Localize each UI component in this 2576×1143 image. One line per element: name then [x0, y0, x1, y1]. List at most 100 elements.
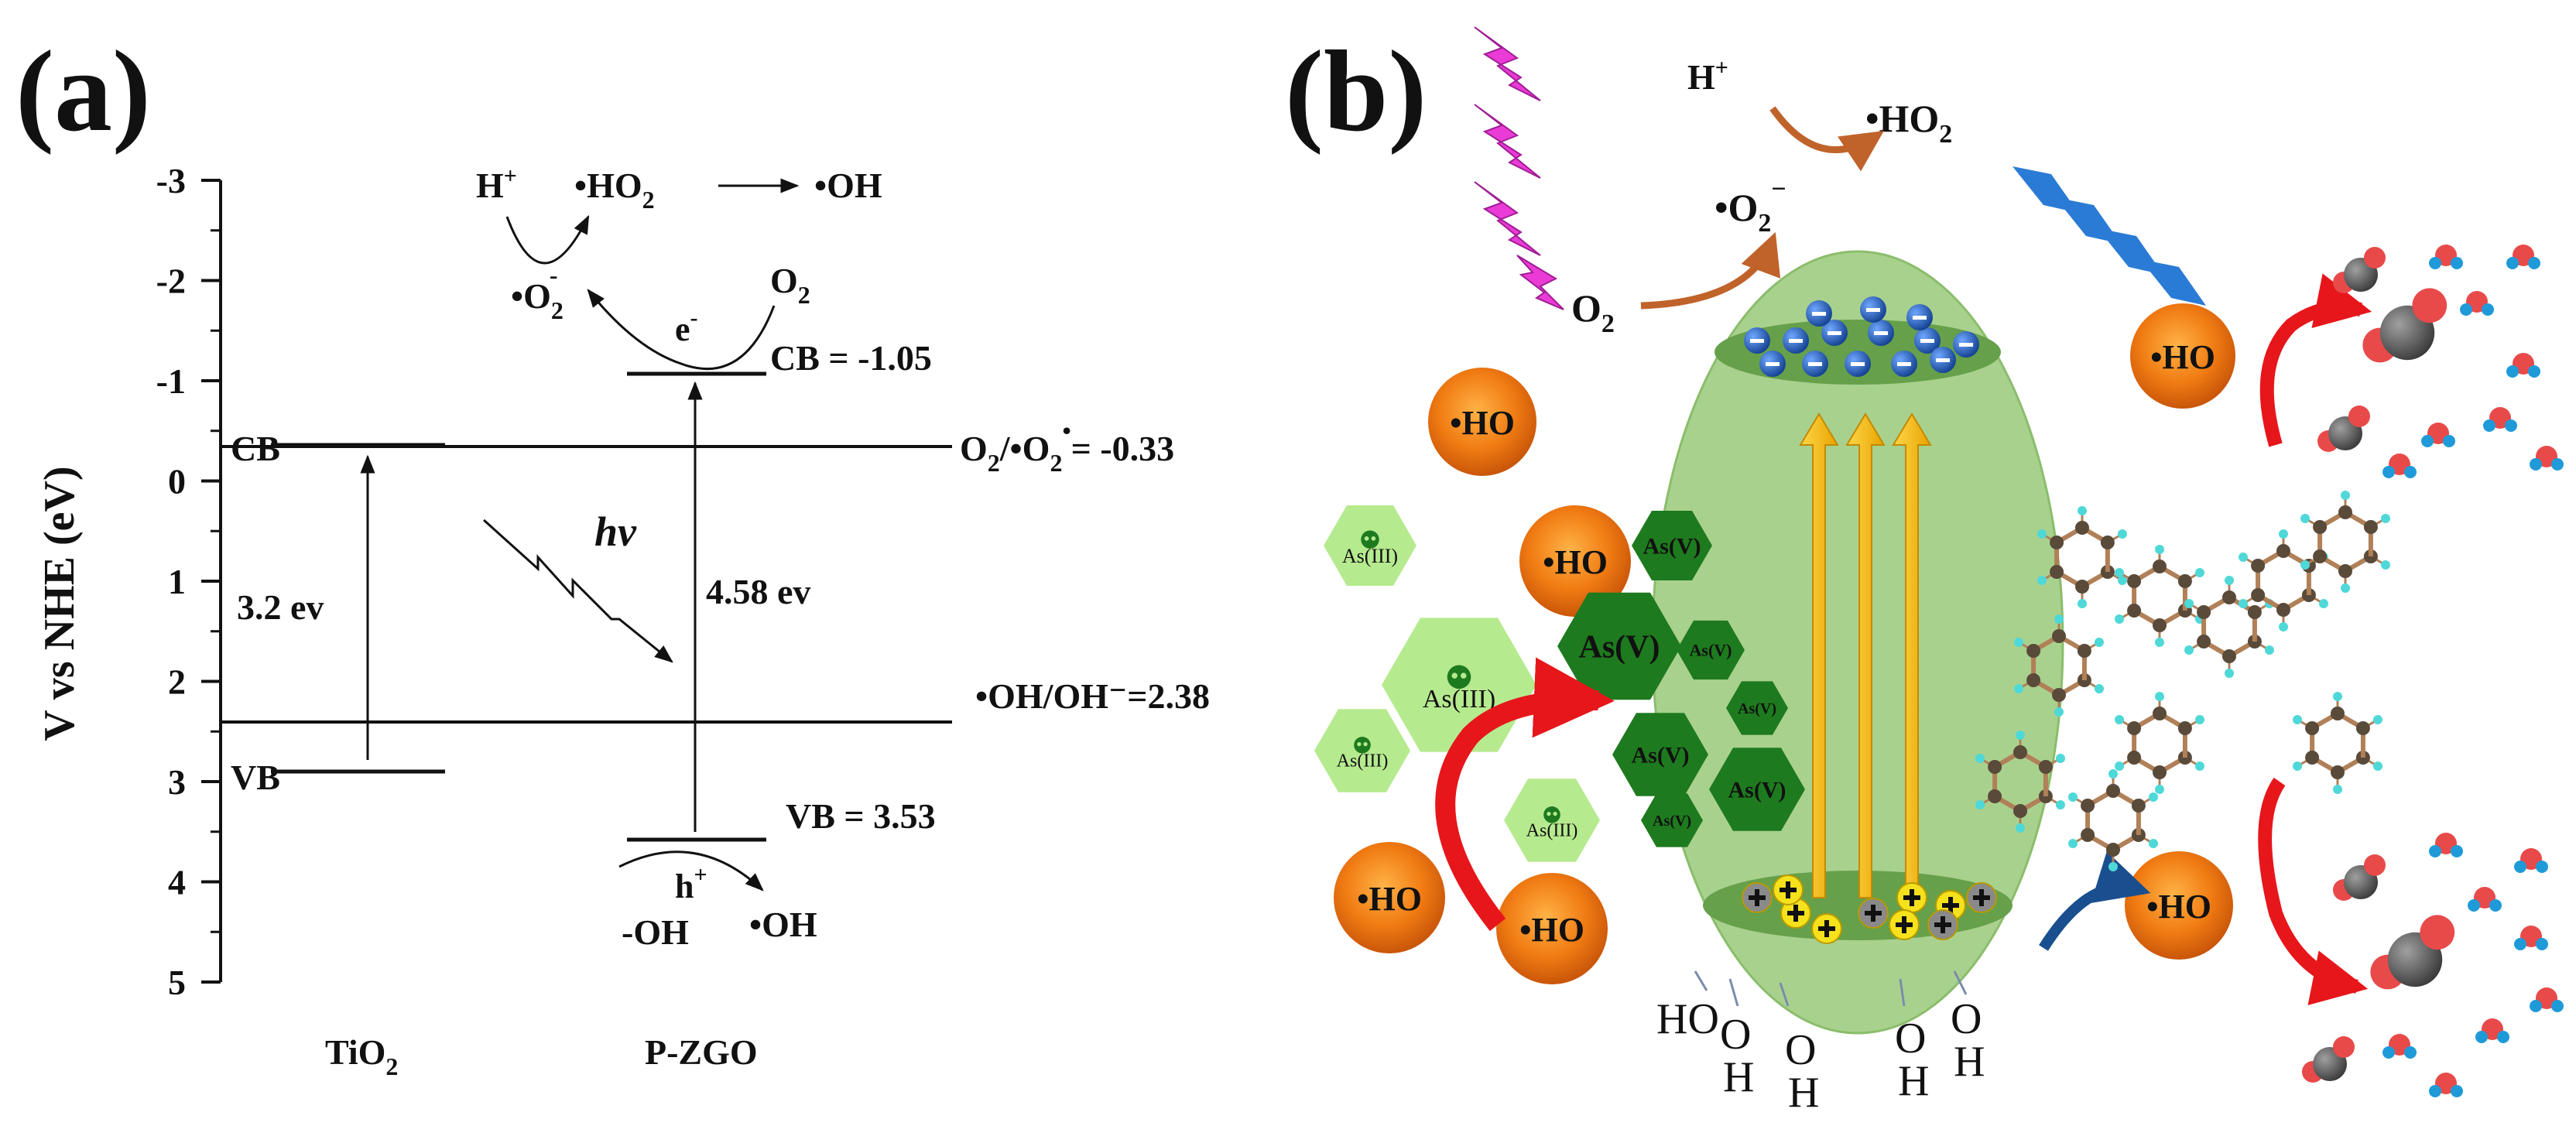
svg-text:O: O — [1951, 995, 1982, 1043]
hole-icon — [1896, 882, 1927, 913]
as-v-icon: As(V) — [1612, 713, 1708, 796]
pzgo-name: P-ZGO — [645, 1032, 758, 1072]
photon-label: hν — [594, 508, 637, 555]
y-tick-label: -1 — [156, 361, 186, 401]
hole-icon — [1780, 898, 1811, 929]
hole-icon — [1889, 909, 1920, 940]
red-arrow-top-right — [2259, 273, 2372, 447]
degradation-products — [2302, 245, 2564, 1097]
ho-radical-icon: •HO — [2125, 851, 2233, 960]
ho-radical-label: •HO — [1543, 543, 1608, 581]
as-v-label: As(V) — [1632, 743, 1690, 768]
pzgo-vb-label: VB = 3.53 — [786, 796, 936, 836]
y-tick-label: 3 — [168, 762, 186, 802]
ho-radical-label: •HO — [1519, 911, 1584, 949]
as-iii-icon: As(III) — [1382, 618, 1536, 752]
ho-radical-icon: •HO — [1496, 873, 1608, 984]
as-iii-label: As(III) — [1526, 820, 1578, 840]
svg-text:O: O — [1720, 1011, 1751, 1059]
y-tick-label: -3 — [156, 161, 186, 200]
navy-arrow — [2039, 851, 2151, 951]
as-v-icon: As(V) — [1726, 681, 1788, 735]
y-tick-label: 0 — [168, 462, 186, 501]
electron-icon — [1821, 320, 1848, 346]
as-v-icon: As(V) — [1677, 620, 1745, 680]
benzene-ring — [2184, 576, 2274, 678]
photon-zigzag — [482, 518, 673, 663]
electron-icon — [1891, 351, 1917, 377]
svg-text:H: H — [1788, 1069, 1819, 1117]
as-iii-icon: As(III) — [1504, 779, 1600, 862]
as-v-label: As(V) — [1738, 700, 1776, 717]
hole-icon — [1966, 882, 1997, 913]
ho-radical-icon: •HO — [1428, 368, 1536, 476]
as-v-icon: As(V) — [1709, 748, 1805, 831]
holes — [1742, 874, 1997, 944]
surface-hydroxyl-labels: HO O H O H O H O H — [1656, 995, 1985, 1117]
hole-icon — [1773, 874, 1804, 905]
b-ho2-label: •HO2 — [1865, 97, 1952, 149]
surface-hydroxyls — [1694, 970, 1968, 1007]
ho-radical-icon: •HO — [2130, 303, 2235, 409]
as-iii-label: As(III) — [1423, 685, 1495, 714]
benzene-ring — [2014, 614, 2104, 717]
chevron-arrow-icon — [2012, 166, 2206, 306]
electrons — [1744, 296, 1979, 377]
tio2-cb-label: CB — [231, 429, 280, 468]
hole-icon — [1858, 898, 1889, 929]
y-tick-label: 1 — [168, 562, 186, 601]
red-arrow-left — [1435, 657, 1615, 932]
hole-icon — [1742, 882, 1773, 913]
svg-text:H: H — [1723, 1053, 1754, 1101]
electron-icon — [1860, 296, 1886, 323]
panel-a-label: (a) — [15, 27, 151, 156]
benzene-ring — [2115, 692, 2204, 794]
svg-text:O: O — [1785, 1026, 1816, 1074]
benzene-ring — [2300, 491, 2390, 593]
electron-icon — [1783, 327, 1809, 354]
hole-label: h+ — [675, 862, 707, 905]
tio2-name: TiO2 — [325, 1032, 398, 1080]
radical-to-ho2-arrow — [1769, 106, 1884, 172]
electron-icon — [1906, 304, 1933, 330]
hydroxyl-radicals: •HO •HO •HO •HO •HO •HO — [1334, 303, 2235, 984]
electron-icon — [1914, 327, 1941, 354]
as-iii-icon: As(III) — [1314, 709, 1410, 792]
as-v-label: As(V) — [1728, 778, 1786, 803]
ho-radical-label: •HO — [2146, 888, 2211, 926]
oh-minus-label: -OH — [622, 912, 689, 952]
lightning-icon — [1474, 26, 1564, 310]
y-tick-label: -2 — [156, 262, 186, 301]
benzene-ring — [2115, 545, 2204, 647]
ho-radical-icon: •HO — [1334, 842, 1445, 953]
oh-potential-label: •OH/OH⁻=2.38 — [975, 676, 1210, 716]
benzene-ring — [2293, 692, 2382, 794]
svg-text:H: H — [1898, 1057, 1929, 1105]
as-v-icon: As(V) — [1632, 511, 1712, 580]
o2-radical-label: •O2- — [511, 261, 564, 324]
y-tick-label: 4 — [168, 863, 186, 902]
benzene-ring — [2068, 769, 2158, 871]
electron-curve-arrow — [587, 289, 776, 371]
benzene-ring — [2037, 506, 2127, 608]
o2-to-radical-arrow — [1640, 231, 1781, 310]
electron-icon — [1802, 351, 1828, 377]
b-o2-label: O2 — [1571, 286, 1615, 338]
as-iii-label: As(III) — [1342, 545, 1398, 567]
electron-icon — [1845, 351, 1871, 377]
as-v-label: As(V) — [1653, 813, 1691, 830]
y-tick-label: 2 — [168, 662, 186, 702]
as-iii-label: As(III) — [1337, 751, 1389, 771]
electron-icon — [1953, 331, 1979, 358]
svg-text:H: H — [1954, 1038, 1985, 1086]
o2-label: O2 — [770, 261, 810, 309]
h-plus-curve-arrow — [505, 214, 590, 265]
electron-icon — [1806, 300, 1832, 327]
hole-icon — [1927, 909, 1958, 940]
electron-label: e- — [675, 305, 698, 348]
as-v-label: As(V) — [1643, 534, 1701, 560]
b-h-plus-label: H+ — [1687, 55, 1728, 97]
excitation-arrows — [1799, 412, 1932, 898]
electron-icon — [1744, 327, 1770, 354]
